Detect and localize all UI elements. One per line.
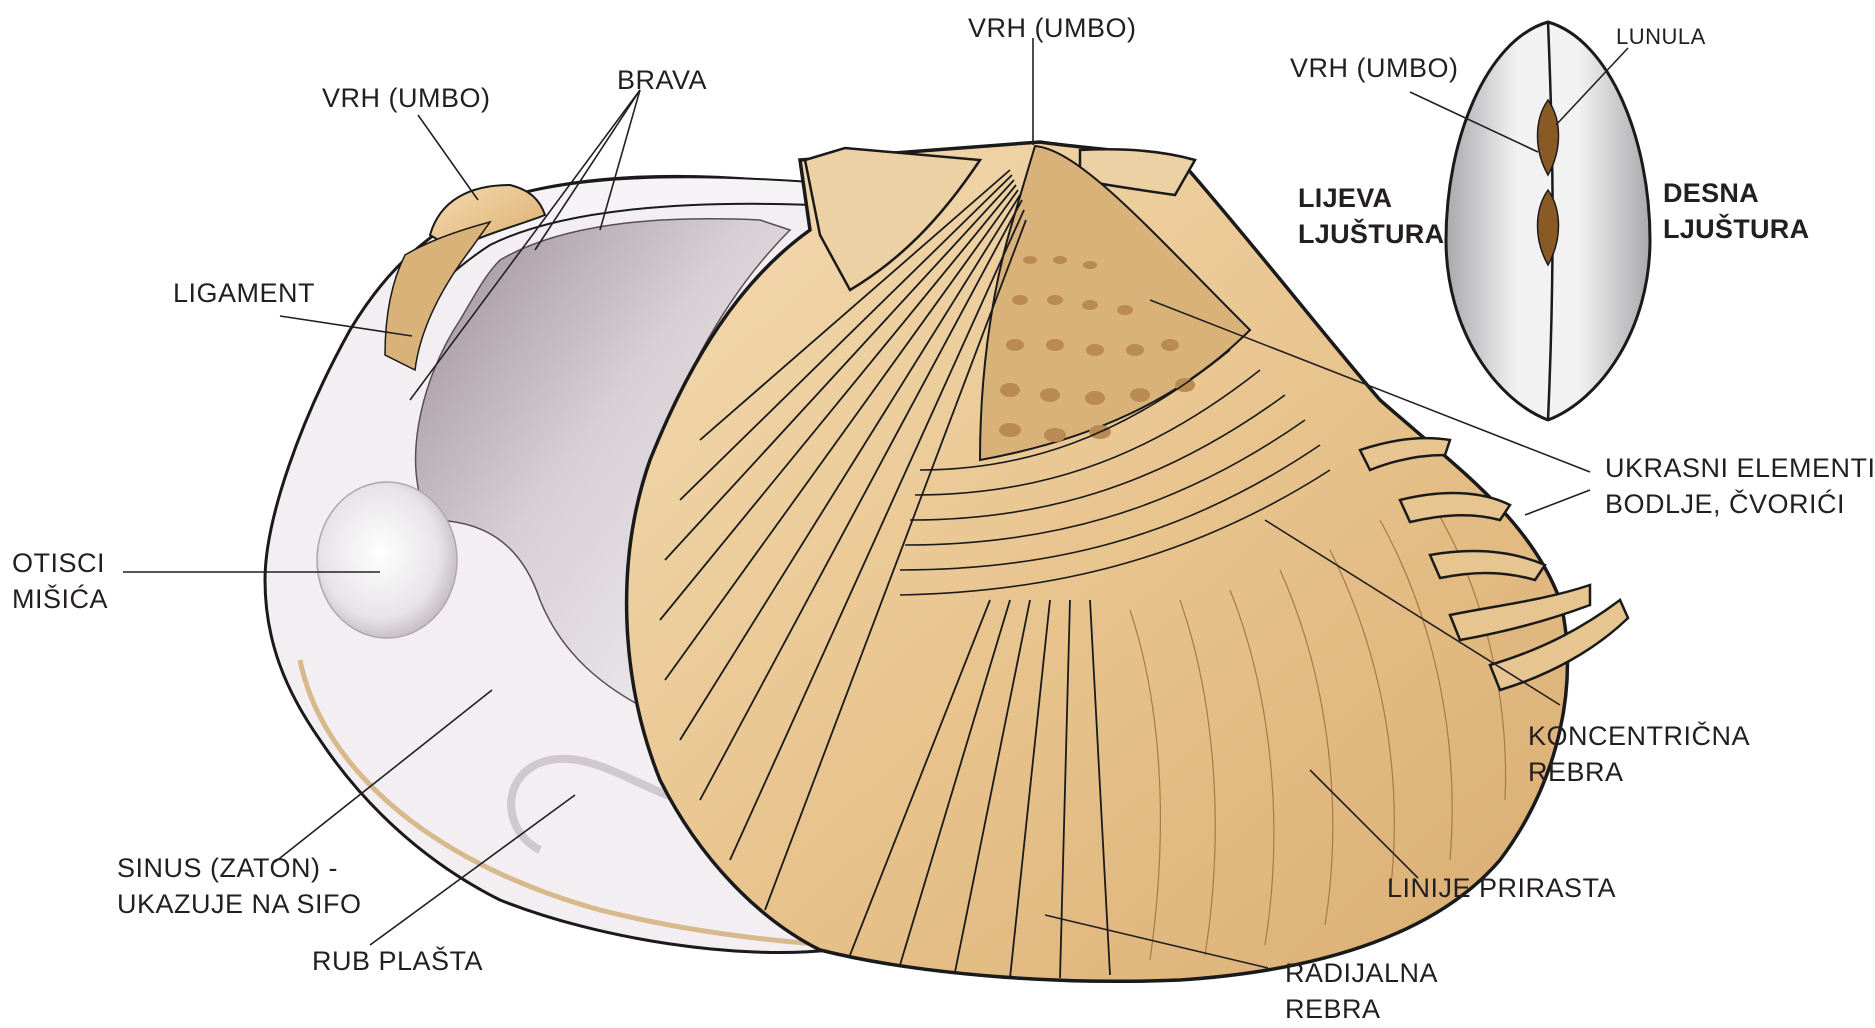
label-umbo-left: VRH (UMBO)	[322, 80, 491, 116]
inset-top-view	[1446, 22, 1650, 420]
inset-label-lunula: LUNULA	[1616, 22, 1706, 52]
label-brava: BRAVA	[617, 62, 707, 98]
label-umbo-top: VRH (UMBO)	[968, 10, 1137, 46]
label-linije-prirasta: LINIJE PRIRASTA	[1387, 870, 1616, 906]
muscle-scar	[317, 482, 457, 638]
label-rub-plasta: RUB PLAŠTA	[312, 943, 483, 979]
label-ligament: LIGAMENT	[173, 275, 315, 311]
inset-label-umbo: VRH (UMBO)	[1290, 50, 1459, 86]
label-sinus: SINUS (ZATON) -UKAZUJE NA SIFO	[117, 850, 362, 923]
label-ukrasni-elementi: UKRASNI ELEMENTI,BODLJE, ČVORIĆI	[1605, 450, 1875, 523]
